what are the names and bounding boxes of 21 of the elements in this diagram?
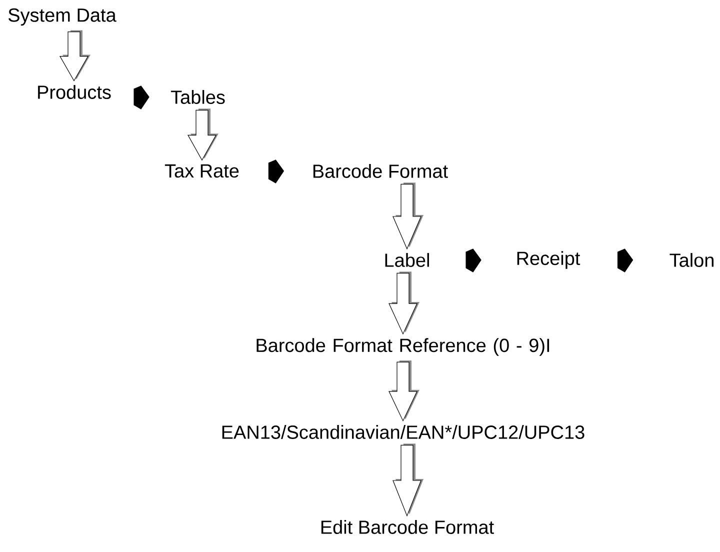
block-arrow xyxy=(617,248,634,272)
menu-label: Products xyxy=(38,85,111,99)
block-arrow xyxy=(392,182,424,250)
menu-label: Edit Barcode Format xyxy=(321,520,494,534)
menu-label: Barcode Format xyxy=(313,164,448,178)
menu-label: Barcode Format Reference (0 - 9)I xyxy=(256,338,550,356)
menu-label: Receipt xyxy=(517,251,580,269)
block-arrow xyxy=(392,444,424,517)
block-arrow xyxy=(134,86,150,110)
block-arrow xyxy=(59,30,90,82)
block-arrow xyxy=(188,108,218,161)
menu-label: Tables xyxy=(170,90,225,104)
menu-label: Tax Rate xyxy=(164,164,239,178)
block-arrow xyxy=(388,360,420,422)
block-arrow xyxy=(268,160,284,184)
menu-label: Label xyxy=(385,253,429,267)
menu-label: Talon xyxy=(670,253,714,267)
menu-label: EAN13/Scandinavian/EAN*/UPC12/UPC13 xyxy=(222,425,584,439)
block-arrow xyxy=(466,248,482,272)
block-arrow xyxy=(388,272,420,335)
menu-label: System Data xyxy=(8,8,116,26)
